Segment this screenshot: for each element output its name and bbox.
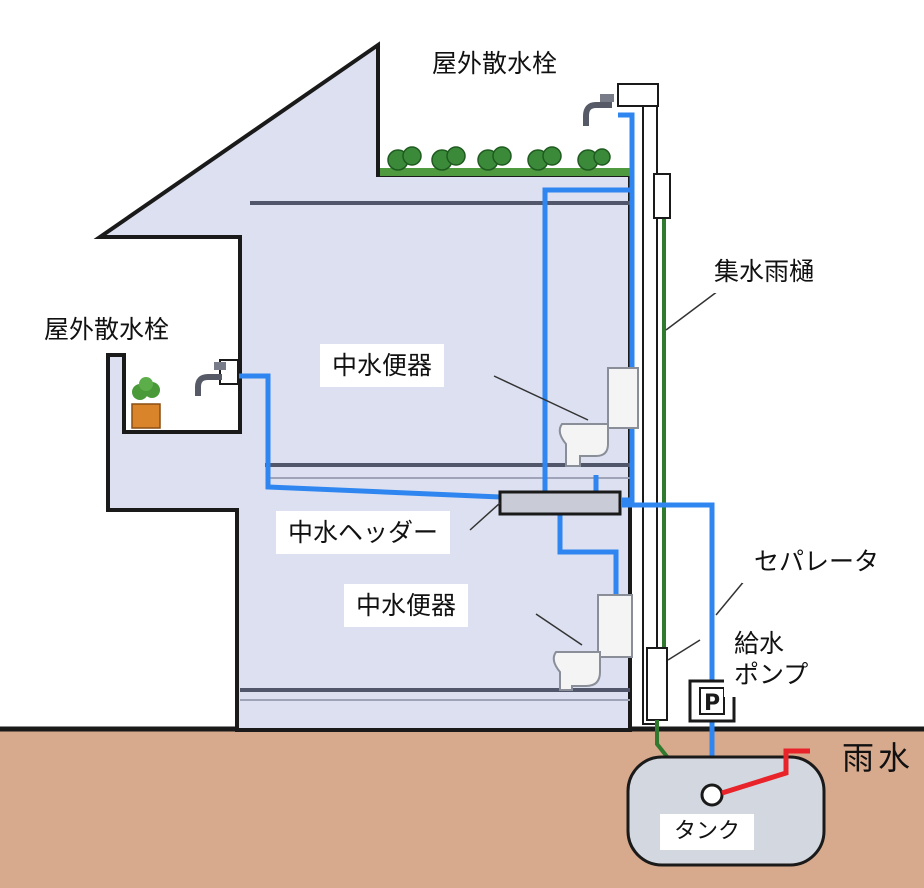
- label-balcony-faucet: 屋外散水栓: [32, 308, 182, 352]
- rooftop-plants: [380, 146, 630, 176]
- label-header: 中水ヘッダー: [276, 511, 451, 555]
- faucet-icon-balcony: [195, 359, 239, 396]
- label-roof-faucet: 屋外散水栓: [420, 42, 570, 86]
- pump-symbol: P: [704, 691, 720, 716]
- water-header: [498, 490, 622, 516]
- potted-plant-icon: [131, 377, 161, 429]
- label-toilet-lower: 中水便器: [344, 584, 469, 628]
- label-gutter: 集水雨樋: [702, 250, 827, 294]
- gutter-collector: [653, 173, 671, 219]
- label-tank: タンク: [660, 814, 755, 850]
- label-pump-line1: 給水: [734, 629, 785, 658]
- rain-inlet-pipe: [721, 748, 810, 796]
- toilet-icon-upper: [558, 367, 639, 467]
- label-separator: セパレータ: [742, 540, 892, 584]
- label-pump-line2: ポンプ: [734, 660, 809, 690]
- label-rain: 雨水: [842, 739, 915, 777]
- supply-pipes: [238, 112, 715, 762]
- label-pump: 給水 ポンプ: [724, 622, 832, 697]
- label-toilet-upper: 中水便器: [320, 344, 445, 388]
- faucet-icon-roof: [583, 83, 659, 126]
- leader-lines: [469, 287, 746, 661]
- water-pump: P: [688, 679, 736, 723]
- separator-unit: [646, 647, 668, 721]
- toilet-icon-lower: [552, 594, 633, 691]
